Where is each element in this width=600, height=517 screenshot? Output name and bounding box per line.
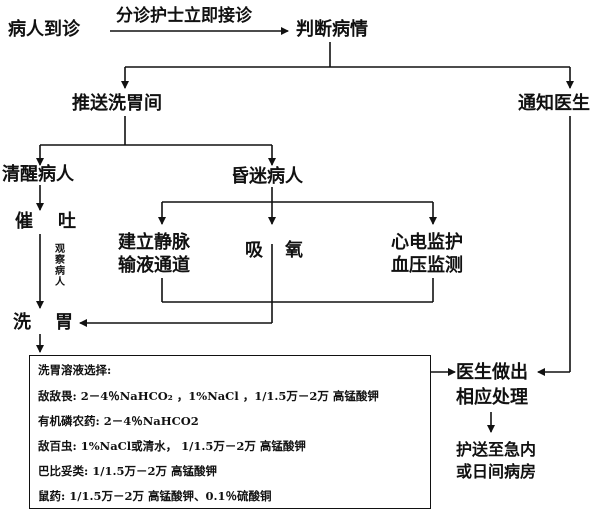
node-conscious-patient: 清醒病人	[2, 164, 74, 185]
label-observe-patient: 观察病人	[55, 244, 65, 288]
node-assess-condition: 判断病情	[296, 19, 368, 40]
solution-line-organophosphate: 有机磷农药: 2－4％NaHCO2	[38, 414, 199, 428]
node-gastric-lavage-1: 洗	[13, 312, 31, 333]
label-triage-nurse: 分诊护士立即接诊	[116, 6, 252, 26]
node-doctor-treatment-1: 医生做出	[456, 362, 528, 383]
node-notify-doctor: 通知医生	[518, 93, 590, 114]
node-oxygen-2: 氧	[285, 240, 303, 261]
node-transfer-1: 护送至急内	[456, 440, 537, 459]
node-to-lavage-room: 推送洗胃间	[72, 93, 162, 114]
node-iv-line-1: 建立静脉	[118, 232, 190, 253]
node-induce-vomit-1: 催	[15, 211, 33, 232]
node-comatose-patient: 昏迷病人	[231, 166, 303, 187]
node-ecg-1: 心电监护	[391, 232, 463, 253]
node-iv-line-2: 输液通道	[118, 255, 190, 276]
node-gastric-lavage-2: 胃	[55, 312, 73, 333]
solution-line-dichlorvos: 敌敌畏: 2－4％NaHCO₂ ，1%NaCl ，1/1.5万－2万 高锰酸钾	[38, 389, 379, 403]
node-ecg-2: 血压监测	[391, 255, 463, 276]
node-doctor-treatment-2: 相应处理	[456, 387, 528, 408]
solution-line-trichlorfon: 敌百虫: 1%NaCl或清水， 1/1.5万－2万 高锰酸钾	[38, 439, 306, 453]
solution-line-rodenticide: 鼠药: 1/1.5万－2万 高锰酸钾、0.1％硫酸铜	[38, 489, 272, 503]
node-induce-vomit-2: 吐	[58, 211, 76, 232]
solution-box-title: 洗胃溶液选择:	[38, 363, 112, 377]
node-transfer-2: 或日间病房	[456, 462, 537, 481]
solution-line-barbiturates: 巴比妥类: 1/1.5万－2万 高锰酸钾	[38, 464, 217, 478]
solution-selection-box: 洗胃溶液选择: 敌敌畏: 2－4％NaHCO₂ ，1%NaCl ，1/1.5万－…	[29, 355, 431, 509]
node-oxygen-1: 吸	[245, 240, 263, 261]
node-patient-arrives: 病人到诊	[8, 19, 80, 40]
